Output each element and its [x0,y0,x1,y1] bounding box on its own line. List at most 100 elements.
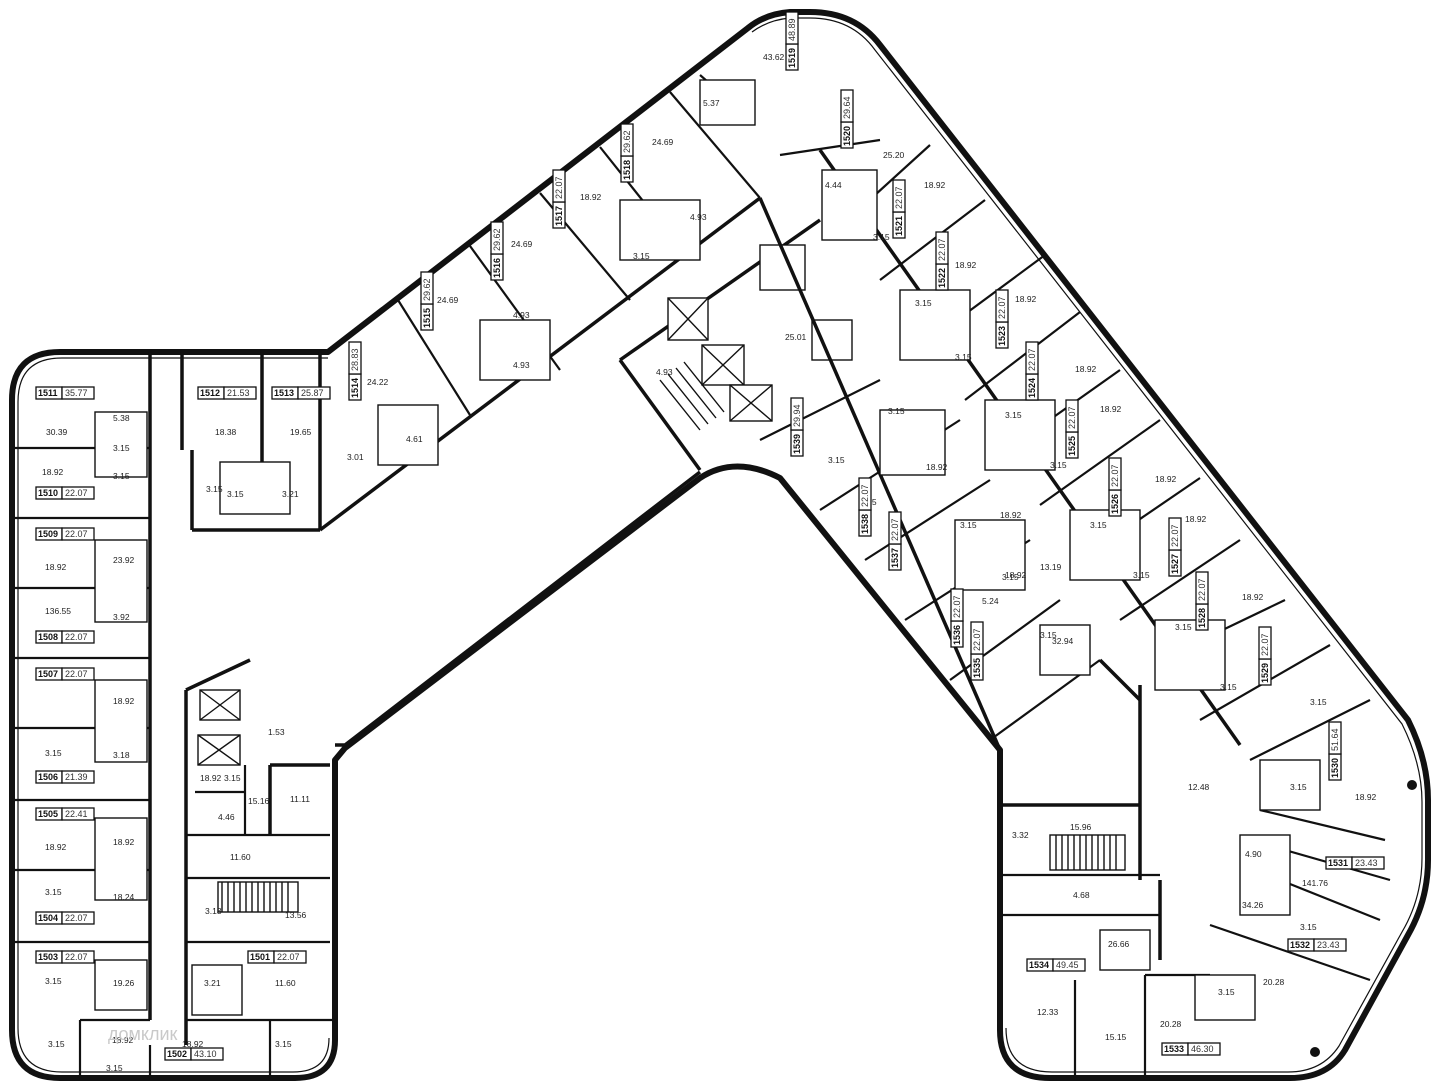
unit-area: 29.62 [492,228,502,251]
room-area-label: 4.46 [218,812,235,822]
unit-area-box [420,271,434,305]
exterior-walls [9,9,1431,1081]
unit-area: 22.07 [1170,524,1180,547]
room-area-label: 18.92 [1242,592,1264,602]
unit-area: 43.10 [194,1049,217,1059]
room-area-label: 3.15 [45,887,62,897]
unit-tag-1501[interactable]: 1501 22.07 [247,950,307,964]
room-area-label: 18.92 [580,192,602,202]
unit-area-box [1052,958,1086,972]
room-area-label: 3.15 [113,443,130,453]
unit-area-box [1187,1042,1221,1056]
unit-area-box [950,588,964,622]
room-area-label: 19.26 [113,978,135,988]
unit-area: 22.07 [65,529,88,539]
unit-area: 22.41 [65,809,88,819]
unit-area-box [620,123,634,157]
room-area-label: 3.15 [48,1039,65,1049]
room-area-label: 3.15 [1310,697,1327,707]
unit-number: 1523 [997,326,1007,346]
room-area-label: 3.15 [915,298,932,308]
unit-area: 22.07 [65,669,88,679]
unit-number: 1511 [38,388,58,398]
unit-area-box [888,511,902,545]
unit-area: 28.83 [350,348,360,371]
room-area-label: 3.15 [888,406,905,416]
unit-area: 29.94 [792,404,802,427]
room-area-label: 3.15 [955,352,972,362]
room-area-label: 18.92 [1000,510,1022,520]
unit-number: 1504 [38,913,58,923]
room-area-label: 3.15 [206,484,223,494]
room-area-label: 24.22 [367,377,389,387]
unit-number: 1533 [1164,1044,1184,1054]
unit-area: 22.07 [894,186,904,209]
unit-area-box [840,89,854,123]
unit-area-box [858,477,872,511]
unit-area: 22.07 [277,952,300,962]
left-wing-partitions [12,352,335,1078]
unit-number: 1518 [622,160,632,180]
room-area-label: 3.15 [873,232,890,242]
unit-tag-1505[interactable]: 1505 22.41 [35,807,95,821]
room-area-label: 24.69 [437,295,459,305]
unit-number: 1505 [38,809,58,819]
room-area-label: 3.21 [204,978,221,988]
room-area-label: 18.92 [1185,514,1207,524]
unit-area-box [785,11,799,45]
room-area-label: 3.15 [960,520,977,530]
room-area-label: 18.92 [112,1035,134,1045]
room-area-label: 19.65 [290,427,312,437]
room-area-label: 15.96 [1070,822,1092,832]
east-wing-partitions [758,138,1371,761]
unit-number: 1534 [1029,960,1049,970]
unit-area: 25.87 [301,388,324,398]
unit-number: 1525 [1067,436,1077,456]
room-area-label: 11.60 [275,978,296,988]
room-area-label: 3.15 [113,471,130,481]
unit-area: 22.07 [860,484,870,507]
room-area-label: 3.15 [45,748,62,758]
unit-number: 1501 [250,952,270,962]
room-area-label: 25.20 [883,150,905,160]
room-area-label: 12.48 [1188,782,1210,792]
unit-area-box [61,486,95,500]
